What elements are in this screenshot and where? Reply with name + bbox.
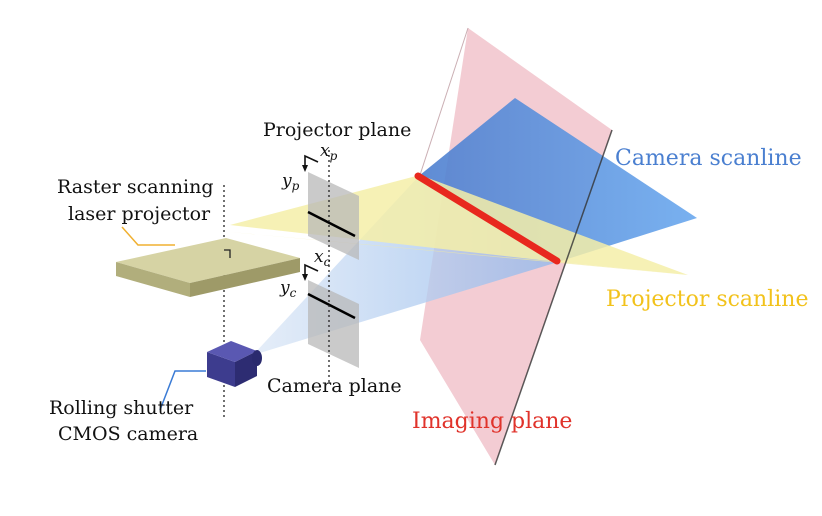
projector-leader <box>121 226 175 246</box>
projector-axes-arrow-icon <box>302 165 308 172</box>
axis-xp-label: xp <box>320 141 338 163</box>
axis-yc-label: yc <box>279 278 297 300</box>
raster-projector-label-line1: Raster scanning <box>57 176 214 198</box>
camera-scanline-plane <box>420 98 697 262</box>
camera-plane <box>308 280 359 368</box>
camera-body-front <box>207 352 235 387</box>
camera-plane-scanline <box>307 292 356 320</box>
projector-axis-mark <box>224 249 231 258</box>
intersection-line <box>414 172 561 265</box>
projector-scanline-label: Projector scanline <box>606 287 808 312</box>
projector-box-front <box>116 262 190 297</box>
rolling-shutter-label-line2: CMOS camera <box>58 423 198 445</box>
imaging-plane-label: Imaging plane <box>412 409 572 434</box>
rolling-shutter-label-line1: Rolling shutter <box>49 397 194 419</box>
projector-plane <box>308 172 359 260</box>
raster-projector-label-line2: laser projector <box>68 203 211 225</box>
camera-leader <box>159 370 206 411</box>
axis-xc-label: xc <box>314 247 331 269</box>
projector-plane-label: Projector plane <box>263 119 411 141</box>
projector-box-top <box>116 238 300 283</box>
projector-axes-icon <box>304 154 319 167</box>
imaging-plane-edge <box>419 27 469 176</box>
projector-box-side <box>190 258 300 297</box>
axis-yp-label: yp <box>281 171 300 193</box>
projector-plane-scanline <box>307 210 356 238</box>
camera-axes-arrow-icon <box>302 274 308 281</box>
camera-lens <box>252 350 262 366</box>
imaging-plane-edge <box>494 129 613 466</box>
camera-plane-label: Camera plane <box>267 375 402 397</box>
camera-scanline-label: Camera scanline <box>615 146 802 171</box>
camera-body-side <box>235 351 257 387</box>
camera-axes-icon <box>304 263 319 276</box>
camera-body-top <box>207 341 257 362</box>
